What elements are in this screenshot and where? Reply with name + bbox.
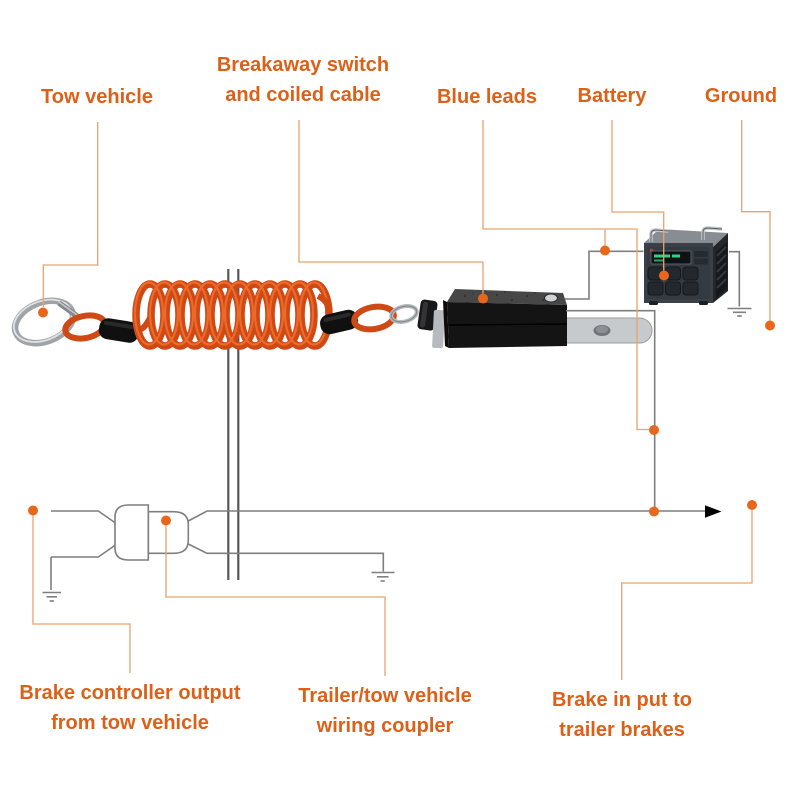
label-battery: Battery xyxy=(577,85,647,107)
connection-dots xyxy=(28,245,775,526)
ground-symbol-icon-left xyxy=(42,591,61,602)
dot-wire-junction xyxy=(649,506,659,517)
label-ground: Ground xyxy=(704,85,778,107)
dot-brake-input xyxy=(747,500,757,510)
breakaway-switch-icon xyxy=(417,289,653,349)
dot-blue-lead-battery xyxy=(600,245,610,256)
dot-breakaway-switch xyxy=(478,293,488,304)
dot-brake-controller xyxy=(28,505,38,516)
dot-blue-lead-brake xyxy=(649,425,659,435)
label-blue-leads: Blue leads xyxy=(436,86,538,108)
brake-circuit-wires xyxy=(50,250,741,590)
label-tow-vehicle: Tow vehicle xyxy=(41,86,153,108)
dot-battery xyxy=(659,270,669,281)
label-brake-input: Brake in put to trailer brakes xyxy=(551,689,693,741)
coiled-cable-icon xyxy=(62,280,419,350)
label-leader-lines xyxy=(32,120,771,680)
dot-ground xyxy=(765,320,775,331)
carabiner-icon xyxy=(11,297,79,347)
ground-symbol-icon-middle xyxy=(371,571,395,582)
wiring-coupler-symbol-icon xyxy=(114,504,190,561)
label-brake-controller: Brake controller output from tow vehicle xyxy=(19,682,241,734)
battery-icon xyxy=(644,226,728,305)
dot-wiring-coupler xyxy=(161,515,171,526)
label-breakaway-switch: Breakaway switch and coiled cable xyxy=(216,54,390,106)
ground-symbol-icon-battery xyxy=(727,307,752,317)
arrowhead-icon xyxy=(705,505,722,518)
dot-tow-vehicle xyxy=(38,307,48,318)
label-wiring-coupler: Trailer/tow vehicle wiring coupler xyxy=(298,685,472,737)
